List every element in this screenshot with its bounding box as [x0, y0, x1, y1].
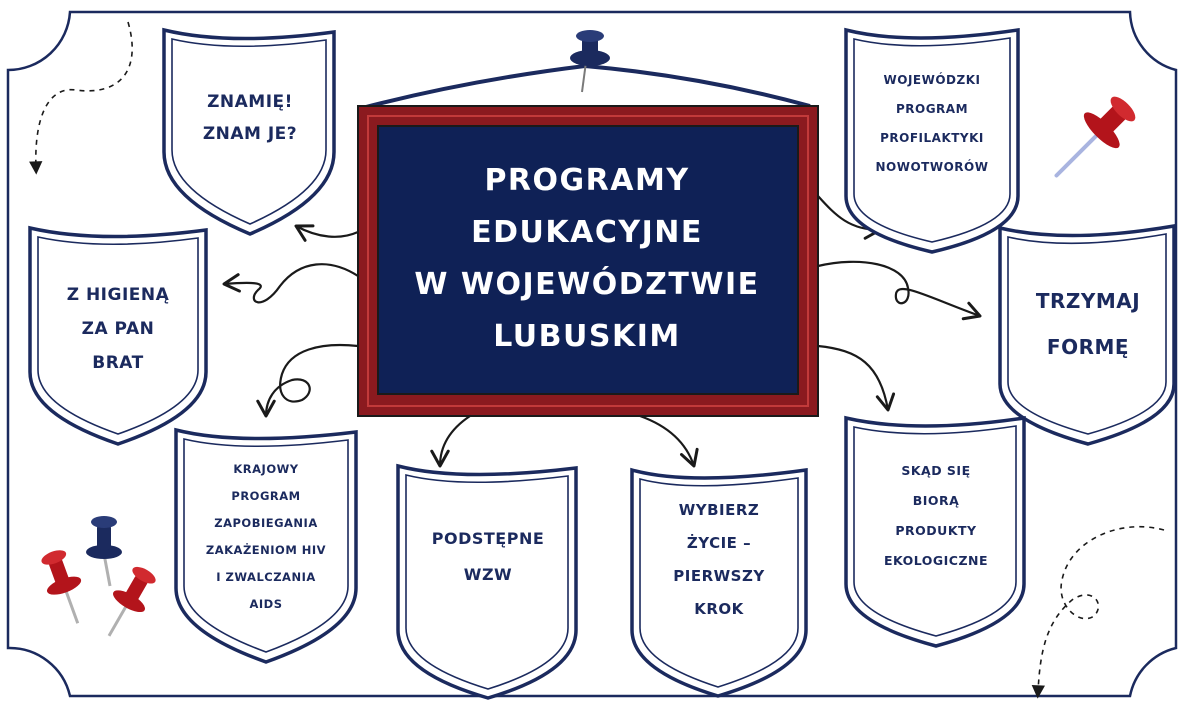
shield-label-line: WOJEWÓDZKI — [883, 73, 981, 87]
shield-label-line: Z HIGIENĄ — [66, 285, 170, 305]
arrow-to-hiv — [256, 343, 360, 418]
shield-label-line: WYBIERZ — [678, 501, 760, 519]
arrow-to-ekologiczne — [816, 344, 896, 412]
pushpin-navy-small-icon — [86, 516, 122, 587]
board-title-line: EDUKACYJNE — [471, 215, 703, 250]
pushpin-navy-icon — [570, 30, 610, 93]
shield-ekologiczne — [844, 415, 1026, 648]
chalkboard — [357, 105, 819, 417]
shield-label-line: PROGRAM — [231, 489, 301, 503]
shield-label-line: ŻYCIE – — [686, 534, 752, 552]
shield-label-line: KRAJOWY — [233, 462, 299, 476]
shield-label-znamie: ZNAMIĘ! ZNAM JE? — [176, 64, 324, 172]
shield-wzw — [396, 463, 578, 700]
shield-label-hiv: KRAJOWY PROGRAM ZAPOBIEGANIA ZAKAŻENIOM … — [190, 452, 342, 622]
shield-label-line: TRZYMAJ — [1035, 289, 1141, 313]
shield-label-line: I ZWALCZANIA — [216, 570, 316, 584]
shield-higiena — [28, 225, 208, 446]
arrow-to-wzw — [430, 414, 472, 468]
shield-label-higiena: Z HIGIENĄ ZA PAN BRAT — [42, 264, 194, 394]
shield-label-wybierz: WYBIERZ ŻYCIE – PIERWSZY KROK — [644, 488, 794, 632]
shield-label-line: PRODUKTY — [895, 523, 977, 538]
shield-label-line: ZNAM JE? — [202, 124, 298, 144]
shield-label-wzw: PODSTĘPNE WZW — [410, 512, 566, 602]
board-title-line: LUBUSKIM — [493, 319, 681, 354]
pushpin-red-icon — [1054, 96, 1136, 178]
shield-label-nowotwory: WOJEWÓDZKI PROGRAM PROFILAKTYKI NOWOTWOR… — [858, 62, 1006, 186]
shield-nowotwory — [844, 27, 1020, 254]
hanging-string — [361, 63, 811, 110]
shield-label-ekologiczne: SKĄD SIĘ BIORĄ PRODUKTY EKOLOGICZNE — [858, 448, 1014, 584]
shield-label-line: ZAKAŻENIOM HIV — [205, 543, 327, 557]
arrow-to-wybierz — [638, 414, 699, 468]
arrow-to-znamie — [294, 224, 360, 242]
dashed-arrow-bottom-right — [1031, 525, 1165, 699]
shield-label-line: SKĄD SIĘ — [901, 463, 971, 478]
board-title-line: W WOJEWÓDZTWIE — [414, 267, 760, 302]
shield-label-line: FORMĘ — [1046, 335, 1130, 359]
pushpin-red-small-2-icon — [107, 566, 156, 637]
shield-label-line: ZA PAN — [81, 319, 155, 339]
shield-label-line: ZNAMIĘ! — [207, 92, 293, 112]
shield-label-forma: TRZYMAJ FORMĘ — [1012, 268, 1164, 380]
shield-label-line: AIDS — [249, 597, 283, 611]
shield-wybierz — [630, 467, 808, 698]
shield-label-line: ZAPOBIEGANIA — [214, 516, 318, 530]
shield-forma — [998, 223, 1176, 446]
shield-label-line: NOWOTWORÓW — [875, 160, 989, 174]
shield-znamie — [162, 27, 336, 236]
shield-label-line: KROK — [694, 600, 744, 618]
shield-label-line: EKOLOGICZNE — [883, 553, 989, 568]
board-title-line: PROGRAMY — [484, 163, 690, 198]
shield-label-line: PODSTĘPNE — [431, 529, 545, 548]
arrow-to-higiena — [222, 263, 360, 304]
pushpin-red-small-icon — [41, 550, 82, 624]
connector-arrows — [222, 194, 982, 468]
shields — [28, 27, 1176, 700]
shield-label-line: BRAT — [92, 353, 144, 373]
shield-label-line: BIORĄ — [912, 493, 960, 508]
page-frame — [6, 10, 1178, 698]
arrow-to-forma — [816, 260, 982, 321]
shield-label-line: PIERWSZY — [673, 567, 765, 585]
shield-hiv — [174, 427, 358, 664]
board-title: PROGRAMY EDUKACYJNE W WOJEWÓDZTWIE LUBUS… — [380, 128, 794, 390]
shield-label-line: WZW — [463, 565, 513, 584]
shield-label-line: PROFILAKTYKI — [880, 131, 984, 145]
dashed-arrow-top-left — [29, 21, 133, 175]
shield-label-line: PROGRAM — [895, 102, 969, 116]
